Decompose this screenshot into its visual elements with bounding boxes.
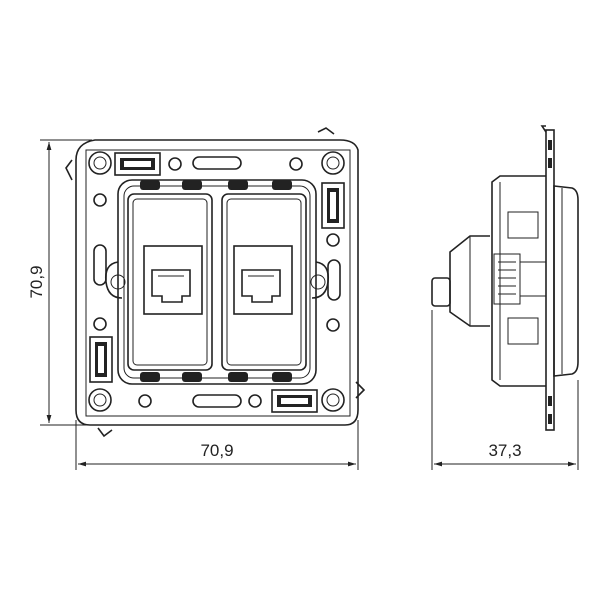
slot — [192, 156, 242, 170]
clamp-left — [89, 336, 113, 383]
module-body-inner — [123, 185, 311, 379]
screw-hole-bottom-right — [321, 388, 345, 412]
clamp-bottom — [271, 389, 318, 413]
small-hole — [248, 394, 262, 408]
width-label: 70,9 — [200, 441, 233, 460]
contact-teeth-top — [140, 180, 292, 190]
side-profile — [431, 125, 579, 431]
module-ear-hole — [110, 274, 126, 290]
small-hole — [168, 157, 182, 171]
depth-label: 37,3 — [488, 441, 521, 460]
frame-tab — [355, 381, 366, 399]
small-hole — [326, 318, 340, 332]
side-front-face — [553, 185, 579, 377]
frame-tab — [317, 127, 335, 135]
front-view — [65, 127, 366, 438]
module-ear-hole — [310, 274, 326, 290]
small-hole — [138, 394, 152, 408]
mounting-frame-inner — [85, 149, 351, 417]
jack-panel-right — [221, 193, 307, 371]
jack-panel-left — [127, 193, 213, 371]
slot — [93, 244, 107, 286]
mounting-frame — [75, 139, 359, 426]
screw-hole-bottom-left — [88, 388, 112, 412]
frame-tab — [65, 159, 73, 181]
screw-hole-top-left — [88, 151, 112, 175]
module-ear-left — [104, 261, 123, 299]
slot — [192, 394, 242, 408]
module-body — [117, 179, 317, 385]
side-cable-stub — [431, 277, 451, 307]
small-hole — [93, 193, 107, 207]
height-dimension: 70,9 — [27, 139, 92, 426]
frame-tab — [97, 427, 113, 438]
clamp-right — [321, 182, 345, 229]
small-hole — [93, 317, 107, 331]
height-label: 70,9 — [27, 265, 46, 298]
contact-teeth-bottom — [140, 372, 292, 382]
side-mounting-plate — [545, 129, 555, 431]
slot — [327, 259, 341, 301]
small-hole — [326, 233, 340, 247]
clamp-top — [114, 152, 161, 176]
width-dimension: 70,9 — [75, 420, 359, 470]
screw-hole-top-right — [321, 151, 345, 175]
module-ear-right — [311, 261, 330, 299]
rj45-icon — [143, 245, 203, 315]
rj45-icon — [233, 245, 293, 315]
depth-dimension: 37,3 — [431, 310, 579, 470]
small-hole — [289, 157, 303, 171]
